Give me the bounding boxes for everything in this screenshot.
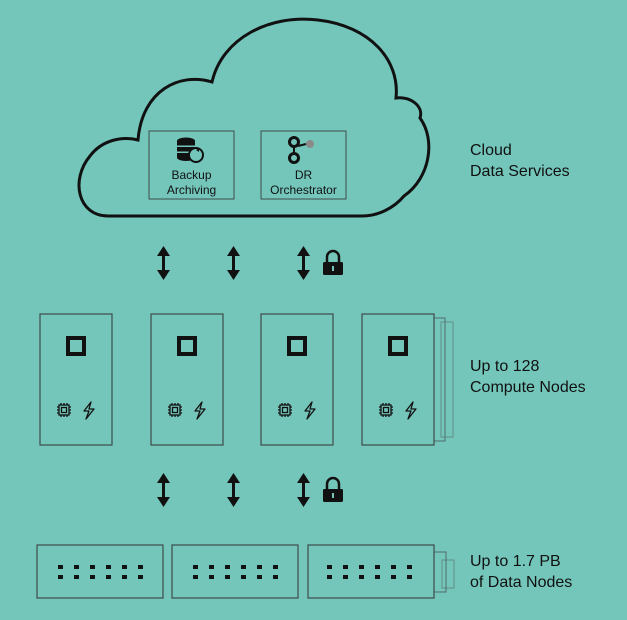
dr-orchestrator-label: DR Orchestrator	[261, 168, 346, 198]
chip-icon	[379, 403, 393, 417]
compute-node-stack	[361, 313, 454, 446]
data-label-line2: of Data Nodes	[470, 574, 573, 591]
backup-label-line2: Archiving	[166, 183, 217, 197]
cloud-shape	[77, 17, 431, 218]
data-label-line1: Up to 1.7 PB	[470, 553, 561, 570]
database-sync-icon	[177, 137, 204, 163]
chip-icon	[57, 403, 71, 417]
data-tier-label: Up to 1.7 PB of Data Nodes	[470, 551, 572, 593]
lightning-icon	[405, 401, 417, 420]
lock-icon	[323, 476, 343, 502]
dr-label-line2: Orchestrator	[270, 183, 337, 197]
cloud-label-line2: Data Services	[470, 163, 570, 180]
data-node	[171, 544, 299, 599]
double-arrow-icon	[157, 246, 170, 280]
data-node-stack	[307, 544, 455, 599]
data-node	[36, 544, 164, 599]
cloud-label-line1: Cloud	[470, 142, 512, 159]
lightning-icon	[194, 401, 206, 420]
dr-label-line1: DR	[294, 168, 313, 182]
lightning-icon	[304, 401, 316, 420]
compute-node	[39, 313, 113, 446]
square-icon	[287, 336, 307, 356]
lock-icon	[323, 249, 343, 275]
chip-icon	[278, 403, 292, 417]
cloud-tier-label: Cloud Data Services	[470, 140, 570, 182]
compute-tier-label: Up to 128 Compute Nodes	[470, 356, 586, 398]
dr-orchestrator-box	[260, 130, 347, 200]
square-icon	[66, 336, 86, 356]
backup-archiving-label: Backup Archiving	[149, 168, 234, 198]
workflow-nodes-icon	[288, 136, 314, 164]
compute-node	[260, 313, 334, 446]
compute-label-line2: Compute Nodes	[470, 379, 586, 396]
double-arrow-icon	[227, 473, 240, 507]
lightning-icon	[83, 401, 95, 420]
square-icon	[388, 336, 408, 356]
double-arrow-icon	[157, 473, 170, 507]
double-arrow-icon	[297, 246, 310, 280]
compute-label-line1: Up to 128	[470, 358, 540, 375]
chip-icon	[168, 403, 182, 417]
double-arrow-icon	[297, 473, 310, 507]
double-arrow-icon	[227, 246, 240, 280]
backup-label-line1: Backup	[171, 168, 212, 182]
compute-node	[150, 313, 224, 446]
backup-archiving-box	[148, 130, 235, 200]
square-icon	[177, 336, 197, 356]
